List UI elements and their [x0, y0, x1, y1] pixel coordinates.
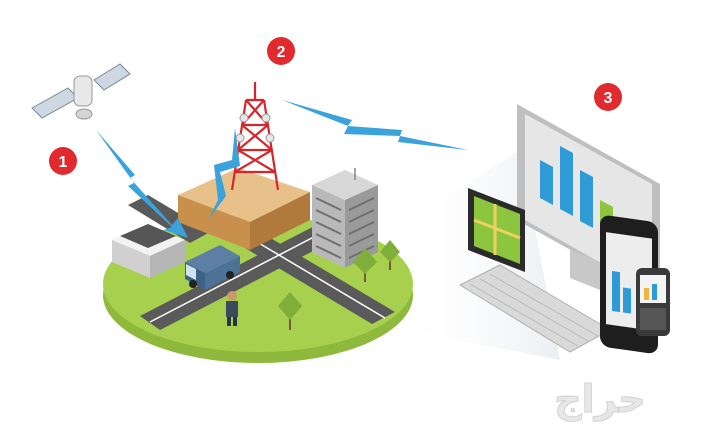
keyboard-icon [458, 264, 612, 353]
tree-icon [380, 240, 400, 270]
office-building-icon [312, 168, 378, 268]
svg-text:1: 1 [59, 154, 68, 171]
road-line-2 [251, 238, 386, 319]
satellite-icon [31, 63, 131, 120]
person-icon [226, 291, 238, 326]
watermark: حراج [554, 377, 645, 421]
warehouse-icon [112, 224, 185, 278]
radio-tower-icon [230, 82, 280, 191]
svg-text:3: 3 [604, 90, 613, 107]
tower-base [178, 168, 310, 250]
road-line [149, 225, 336, 323]
signal-zigzag [96, 100, 468, 238]
tree-icon [278, 292, 302, 330]
blackberry-phone-icon [636, 268, 670, 336]
delivery-truck-icon [185, 245, 240, 290]
tablet-map-icon [468, 188, 525, 272]
tree-icon [353, 248, 377, 282]
svg-text:2: 2 [277, 44, 286, 61]
road-side [128, 195, 210, 243]
badge-1: 1 [49, 147, 77, 175]
badge-2: 2 [267, 37, 295, 65]
badge-3: 3 [594, 83, 622, 111]
